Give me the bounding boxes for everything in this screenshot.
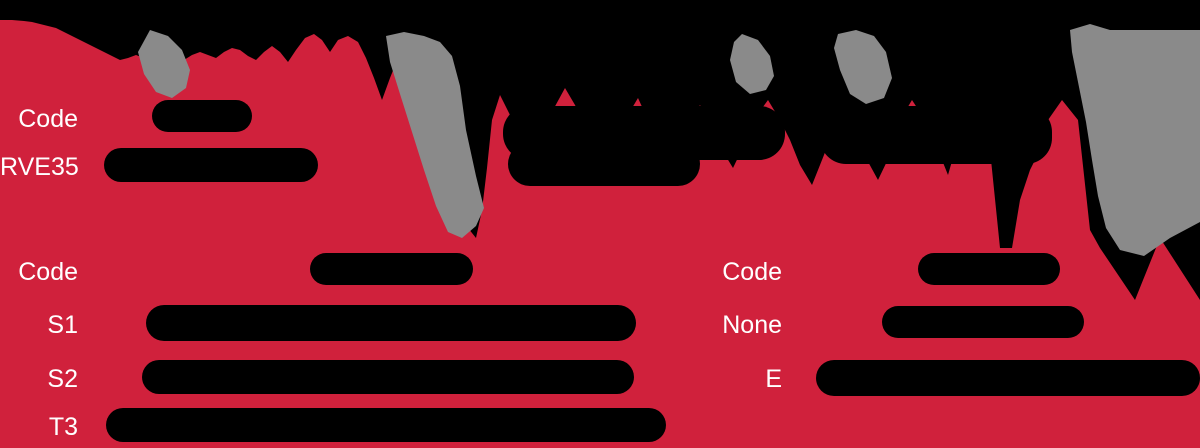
redaction-blob-s1 [146, 305, 636, 341]
redaction-blob-upper-code [152, 100, 252, 132]
redaction-blob-rve35 [104, 148, 318, 182]
redaction-blob-t3 [106, 408, 666, 442]
row-label-rve35: RVE35 [0, 153, 79, 181]
redaction-blob-e [816, 360, 1200, 396]
row-label-s1: S1 [47, 311, 78, 339]
redaction-blob-lower-left-code [310, 253, 473, 285]
redaction-blob-lower-right-code [918, 253, 1060, 285]
row-label-code-lower-left: Code [18, 258, 78, 286]
redaction-blob-s2 [142, 360, 634, 394]
row-label-none: None [722, 311, 782, 339]
row-label-t3: T3 [48, 413, 78, 441]
row-label-e: E [765, 365, 782, 393]
row-label-code-lower-right: Code [722, 258, 782, 286]
row-label-s2: S2 [47, 365, 78, 393]
redaction-blob-upper-code-right-b [820, 106, 1052, 164]
redaction-blob-rve35-right [508, 142, 700, 186]
redaction-blob-none [882, 306, 1084, 338]
row-label-code-upper: Code [18, 105, 78, 133]
